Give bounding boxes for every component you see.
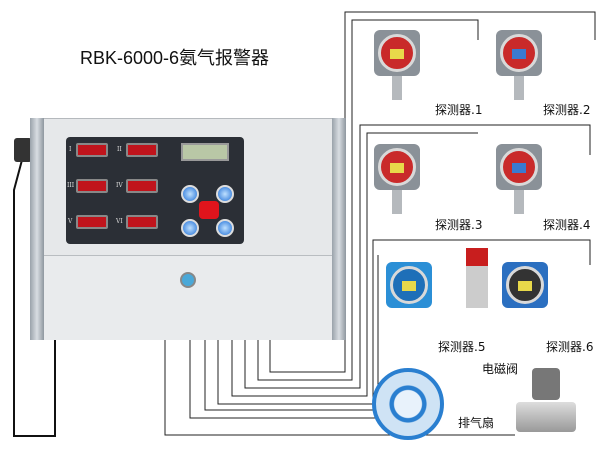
display-4 (126, 179, 158, 193)
button-left[interactable] (181, 219, 199, 237)
channel-label-4: IV (116, 182, 123, 189)
fan-label: 排气扇 (458, 416, 495, 430)
solenoid-valve-icon (516, 368, 576, 440)
alarm-light-icon (466, 248, 488, 308)
power-cord (13, 159, 56, 437)
wire-detector-5-6 (217, 239, 591, 405)
detector-6 (496, 262, 562, 332)
detector-1 (368, 30, 434, 100)
detector-4 (490, 144, 556, 214)
display-5 (76, 215, 108, 229)
control-panel: I II III IV V VI (66, 137, 244, 244)
detector-label-2: 探测器.2 (543, 103, 591, 117)
channel-label-5: V (68, 218, 73, 225)
button-down[interactable] (216, 185, 234, 203)
lower-cover (44, 255, 332, 340)
channel-label-2: II (117, 146, 122, 153)
detector-label-1: 探测器.1 (435, 103, 483, 117)
valve-label: 电磁阀 (482, 362, 519, 376)
mute-button[interactable] (199, 201, 219, 219)
display-1 (76, 143, 108, 157)
display-2 (126, 143, 158, 157)
lcd-screen (181, 143, 229, 161)
power-plug-icon (14, 138, 32, 162)
button-right[interactable] (216, 219, 234, 237)
detector-2 (490, 30, 556, 100)
detector-label-6: 探测器.6 (546, 340, 594, 354)
lock-icon (180, 272, 196, 288)
detector-3 (368, 144, 434, 214)
wire-fan (189, 340, 380, 419)
wire-detector-3-4 (244, 124, 591, 389)
channel-label-1: I (69, 146, 72, 153)
wire-detector-3 (231, 132, 478, 397)
page-title: RBK-6000-6氨气报警器 (80, 48, 270, 68)
display-6 (126, 215, 158, 229)
wire-detector-5 (204, 255, 379, 411)
display-3 (76, 179, 108, 193)
channel-label-6: VI (116, 218, 123, 225)
detector-5 (380, 262, 446, 332)
wire-detector-1 (257, 19, 479, 381)
detector-label-4: 探测器.4 (543, 218, 591, 232)
detector-label-3: 探测器.3 (435, 218, 483, 232)
right-rail (332, 118, 346, 340)
exhaust-fan-icon (372, 368, 444, 440)
left-rail (30, 118, 44, 340)
detector-label-5: 探测器.5 (438, 340, 486, 354)
channel-label-3: III (67, 182, 75, 189)
button-up[interactable] (181, 185, 199, 203)
